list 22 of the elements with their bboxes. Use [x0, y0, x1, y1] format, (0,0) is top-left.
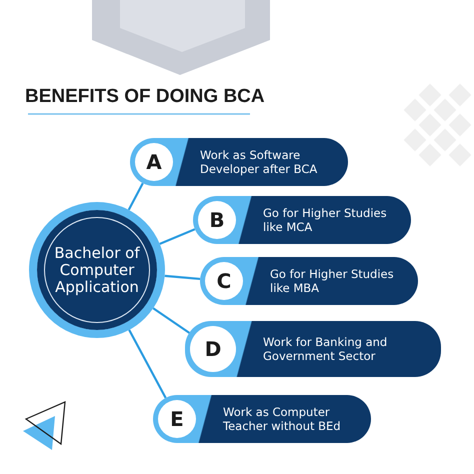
benefit-pill: [153, 395, 371, 443]
letter-badge: C: [205, 262, 243, 300]
center-label: Bachelor of Computer Application: [53, 244, 141, 296]
connector-line: [128, 182, 144, 210]
letter-badge: D: [190, 326, 236, 372]
benefit-text: Work as Software Developer after BCA: [200, 148, 318, 176]
benefit-text: Go for Higher Studies like MCA: [263, 206, 388, 234]
benefit-pill: [185, 321, 441, 377]
benefit-text: Work as Computer Teacher without BEd: [223, 405, 342, 433]
letter-badge: A: [135, 143, 173, 181]
connector-line: [164, 274, 200, 280]
benefit-text: Work for Banking and Government Sector: [263, 335, 388, 363]
title: BENEFITS OF DOING BCA: [25, 86, 265, 108]
connector-line: [152, 307, 190, 334]
connector-line: [128, 329, 167, 398]
letter-badge: B: [198, 201, 236, 239]
benefit-pill: [130, 138, 348, 186]
benefit-text: Go for Higher Studies like MBA: [270, 267, 395, 295]
connector-line: [159, 228, 196, 245]
letter-badge: E: [158, 400, 196, 438]
benefit-pill: [200, 257, 418, 305]
benefit-pill: [193, 196, 411, 244]
